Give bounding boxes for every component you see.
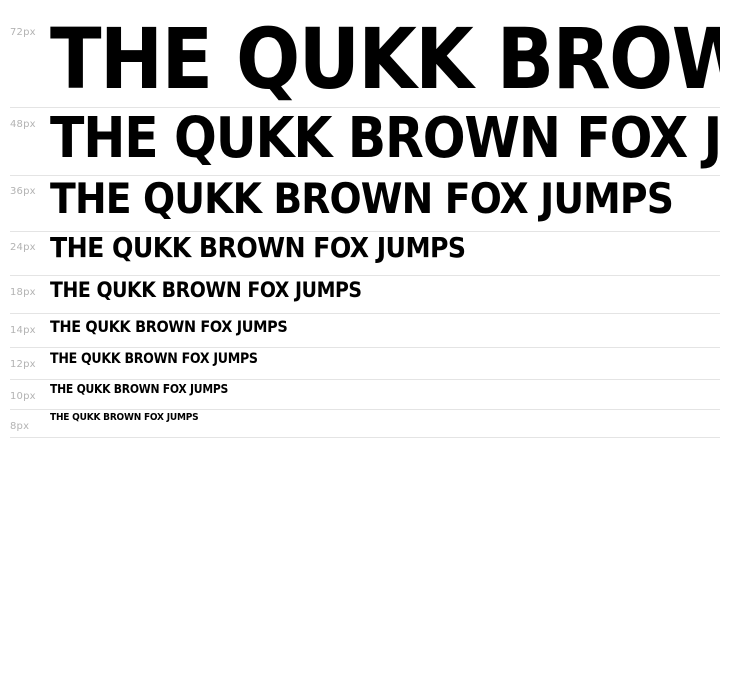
waterfall-row-18: 18px THE QUKK BROWN FOX JUMPS (10, 276, 720, 314)
waterfall-row-36: 36px THE QUKK BROWN FOX JUMPS (10, 176, 720, 232)
size-label: 10px (10, 391, 36, 402)
waterfall-row-14: 14px THE QUKK BROWN FOX JUMPS (10, 314, 720, 348)
sample-text: THE QUKK BROWN FOX JUMPS (50, 278, 362, 302)
sample-text: THE QUKK BROWN FOX JUMPS (50, 108, 720, 171)
sample-text: THE QUKK BROWN FOX JUMPS (50, 382, 229, 396)
waterfall-row-8: 8px THE QUKK BROWN FOX JUMPS (10, 410, 720, 438)
waterfall-row-24: 24px THE QUKK BROWN FOX JUMPS (10, 232, 720, 276)
sample-text: THE QUKK BROWN FOX JUMPS (50, 351, 258, 367)
size-label: 48px (10, 119, 36, 130)
size-label: 12px (10, 359, 36, 370)
size-label: 8px (10, 421, 30, 432)
sample-text: THE QUKK BROWN FOX JUMPS (50, 412, 199, 423)
size-label: 72px (10, 27, 36, 38)
size-label: 14px (10, 325, 36, 336)
waterfall-row-12: 12px THE QUKK BROWN FOX JUMPS (10, 348, 720, 380)
sample-text: THE QUKK BROWN FOX JUMPS (50, 23, 720, 108)
sample-text: THE QUKK BROWN FOX JUMPS (50, 232, 466, 264)
sample-text: THE QUKK BROWN FOX JUMPS (50, 317, 288, 336)
size-label: 18px (10, 287, 36, 298)
waterfall-row-72: 72px THE QUKK BROWN FOX JUMPS (10, 23, 720, 108)
sample-text: THE QUKK BROWN FOX JUMPS (50, 176, 674, 223)
size-label: 36px (10, 186, 36, 197)
size-label: 24px (10, 242, 36, 253)
font-waterfall: 72px THE QUKK BROWN FOX JUMPS 48px THE Q… (10, 23, 720, 438)
waterfall-row-10: 10px THE QUKK BROWN FOX JUMPS (10, 380, 720, 410)
waterfall-row-48: 48px THE QUKK BROWN FOX JUMPS (10, 108, 720, 176)
